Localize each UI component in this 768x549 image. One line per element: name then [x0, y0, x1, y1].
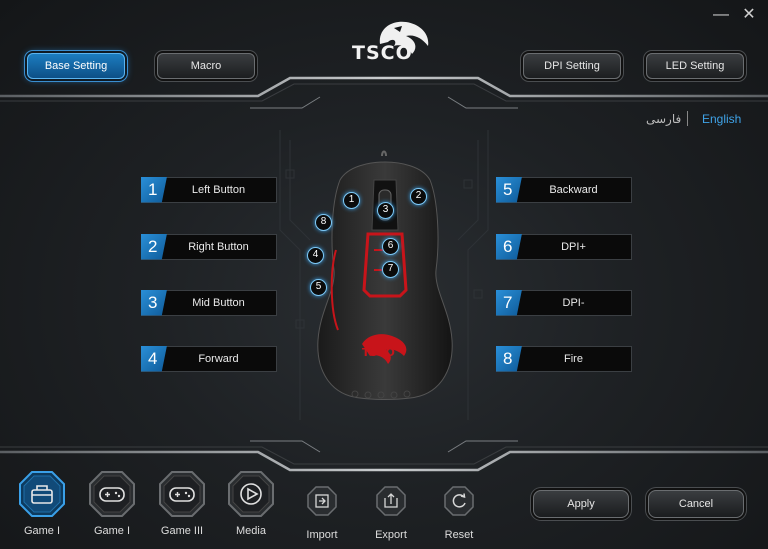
minimize-button[interactable]: —: [713, 6, 729, 23]
button-label: Left Button: [191, 184, 246, 196]
mouse-hotspot-3[interactable]: 3: [377, 202, 394, 219]
profile-game-3-button[interactable]: [158, 470, 206, 518]
profile-media-button[interactable]: [227, 470, 275, 518]
tab-dpi-setting[interactable]: DPI Setting: [523, 53, 621, 79]
button-number: 8: [496, 345, 522, 372]
export-label: Export: [375, 529, 407, 541]
reset-button[interactable]: [444, 486, 474, 516]
toolbox-icon: [31, 485, 53, 504]
profile-label: Game I: [93, 525, 131, 537]
profile-game-2-button[interactable]: [88, 470, 136, 518]
button-slot-6[interactable]: 6 DPI+: [496, 233, 632, 260]
mouse-hotspot-8[interactable]: 8: [315, 214, 332, 231]
import-label: Import: [306, 529, 338, 541]
mouse-hotspot-5[interactable]: 5: [310, 279, 327, 296]
brand-logo: TSCO: [350, 14, 436, 66]
tab-macro[interactable]: Macro: [157, 53, 255, 79]
button-number: 7: [496, 289, 522, 316]
mouse-hotspot-1[interactable]: 1: [343, 192, 360, 209]
language-separator: [687, 111, 688, 126]
button-slot-7[interactable]: 7 DPI-: [496, 289, 632, 316]
play-icon: [240, 483, 262, 505]
button-label: DPI-: [562, 297, 585, 309]
language-english[interactable]: English: [702, 112, 742, 126]
cancel-button[interactable]: Cancel: [648, 490, 744, 518]
tab-base-setting[interactable]: Base Setting: [27, 53, 125, 79]
button-number: 1: [141, 176, 167, 203]
logo-text: TSCO: [352, 42, 413, 64]
button-label: DPI+: [561, 241, 586, 253]
button-label: Fire: [564, 353, 583, 365]
button-label: Right Button: [188, 241, 249, 253]
tab-led-setting[interactable]: LED Setting: [646, 53, 744, 79]
mouse-hotspot-2[interactable]: 2: [410, 188, 427, 205]
mouse-hotspot-7[interactable]: 7: [382, 261, 399, 278]
button-number: 3: [141, 289, 167, 316]
gamepad-icon: [99, 487, 125, 502]
close-button[interactable]: ✕: [742, 6, 756, 23]
export-button[interactable]: [376, 486, 406, 516]
import-button[interactable]: [307, 486, 337, 516]
button-slot-4[interactable]: 4 Forward: [141, 345, 277, 372]
apply-button[interactable]: Apply: [533, 490, 629, 518]
button-label: Mid Button: [192, 297, 245, 309]
button-number: 5: [496, 176, 522, 203]
svg-text:TSCO: TSCO: [362, 346, 395, 359]
reset-icon: [452, 493, 466, 508]
button-slot-8[interactable]: 8 Fire: [496, 345, 632, 372]
button-slot-3[interactable]: 3 Mid Button: [141, 289, 277, 316]
button-label: Backward: [549, 184, 598, 196]
button-number: 4: [141, 345, 167, 372]
reset-label: Reset: [444, 529, 474, 541]
tiger-logo-icon: [379, 21, 429, 54]
button-label: Forward: [198, 353, 239, 365]
language-persian[interactable]: فارسی: [646, 112, 682, 126]
mouse-hotspot-6[interactable]: 6: [382, 238, 399, 255]
profile-label: Game III: [160, 525, 204, 537]
export-icon: [384, 493, 398, 508]
button-number: 6: [496, 233, 522, 260]
profile-label: Game I: [23, 525, 61, 537]
button-slot-2[interactable]: 2 Right Button: [141, 233, 277, 260]
import-icon: [315, 494, 329, 508]
profile-label: Media: [236, 525, 266, 537]
button-slot-5[interactable]: 5 Backward: [496, 176, 632, 203]
button-slot-1[interactable]: 1 Left Button: [141, 176, 277, 203]
mouse-hotspot-4[interactable]: 4: [307, 247, 324, 264]
gamepad-icon: [169, 487, 195, 502]
profile-game-1-button[interactable]: [18, 470, 66, 518]
mouse-image: TSCO: [317, 150, 453, 400]
button-number: 2: [141, 233, 167, 260]
